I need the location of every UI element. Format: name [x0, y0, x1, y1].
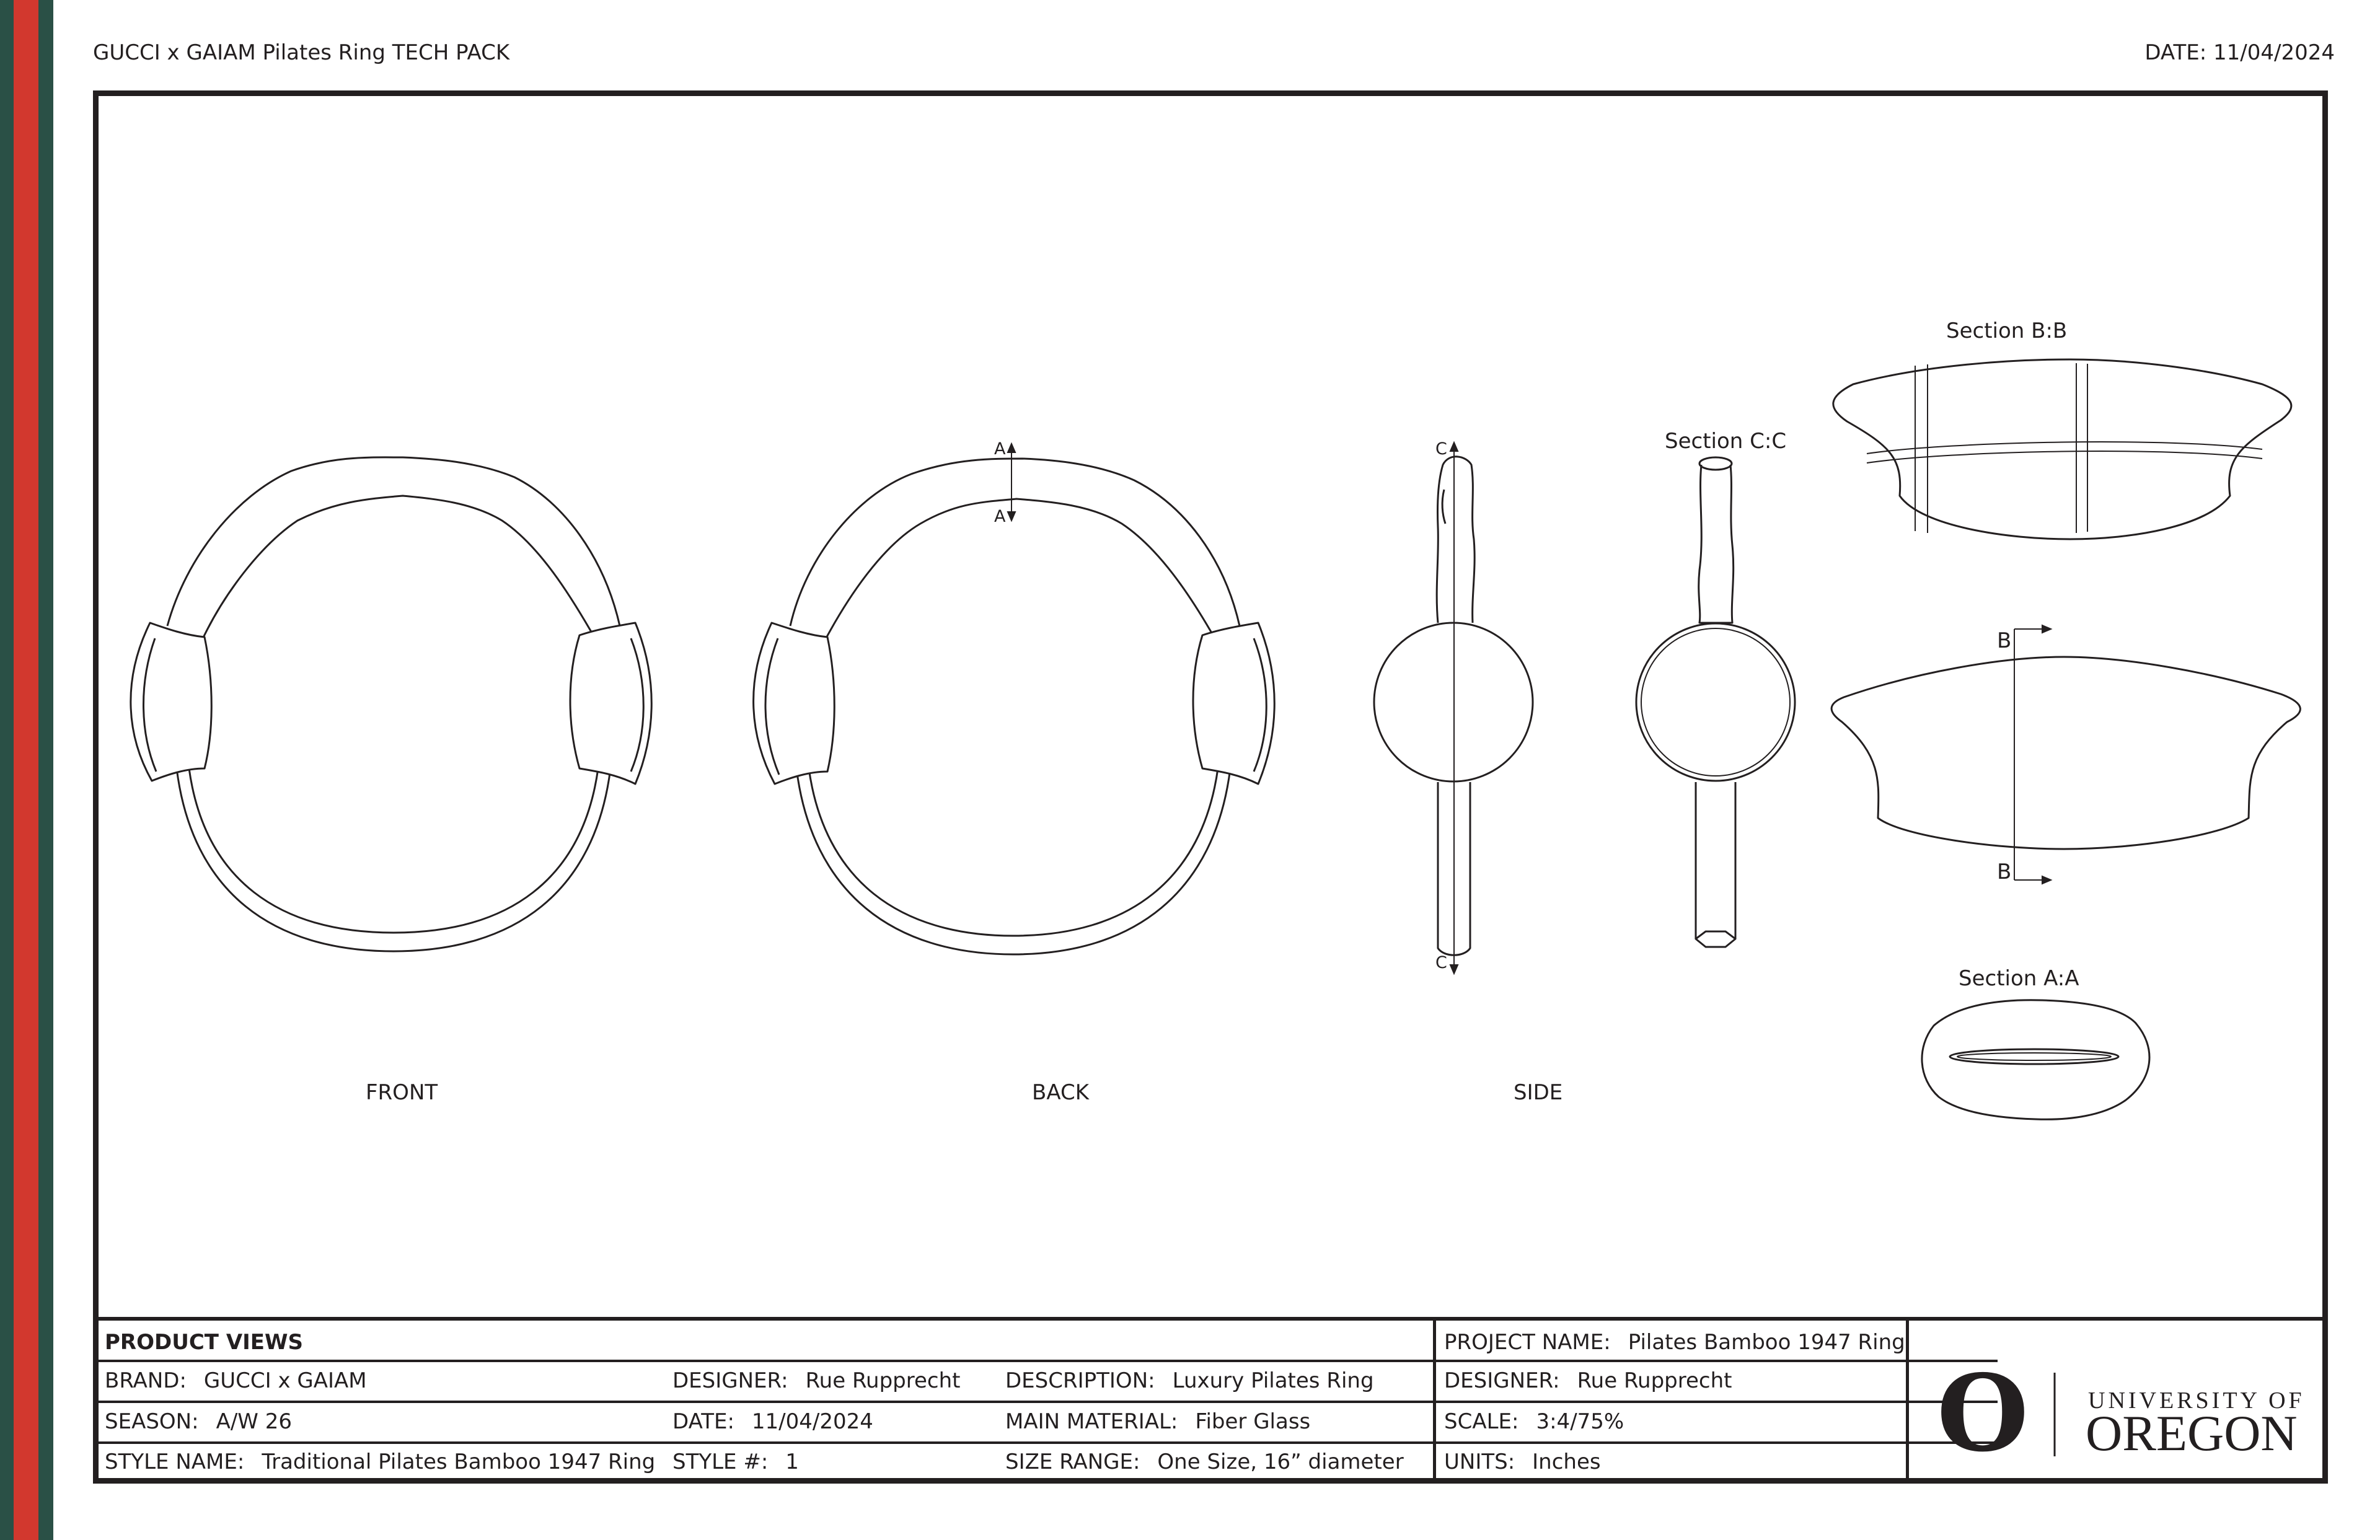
tb-line [96, 1401, 1998, 1403]
tb-units-label: UNITS: [1444, 1450, 1515, 1474]
tb-date: DATE: 11/04/2024 [672, 1406, 873, 1437]
tb-style-no: STYLE #: 1 [672, 1446, 799, 1477]
tb-style-name-label: STYLE NAME: [105, 1450, 245, 1474]
title-block: PRODUCT VIEWS PROJECT NAME: Pilates Bamb… [96, 1317, 2325, 1481]
tb-line [1906, 1321, 1909, 1481]
front-view [130, 456, 653, 953]
stripe-red [14, 0, 38, 1540]
tb-line [96, 1360, 1998, 1362]
logo-line2: OREGON [2086, 1405, 2298, 1461]
tb-main-material-label: MAIN MATERIAL: [1005, 1409, 1178, 1434]
tb-style-no-label: STYLE #: [672, 1450, 769, 1474]
university-of-oregon-logo: O UNIVERSITY OF OREGON [1937, 1357, 2305, 1475]
tb-brand-value: GUCCI x GAIAM [203, 1368, 367, 1393]
tb-scale: SCALE: 3:4/75% [1444, 1406, 1624, 1437]
tb-designer: DESIGNER: Rue Rupprecht [672, 1365, 960, 1396]
stripe-green-left [0, 0, 14, 1540]
tb-brand-label: BRAND: [105, 1368, 187, 1393]
section-bb-cut: B B [1830, 624, 2301, 885]
label-section-aa: Section A:A [1959, 966, 2079, 991]
tb-style-name: STYLE NAME: Traditional Pilates Bamboo 1… [105, 1446, 655, 1477]
tb-main-material-value: Fiber Glass [1195, 1409, 1311, 1434]
drawing-frame [93, 90, 2328, 1484]
tb-style-name-value: Traditional Pilates Bamboo 1947 Ring [262, 1450, 656, 1474]
tb-units-value: Inches [1532, 1450, 1601, 1474]
tb-designer2-label: DESIGNER: [1444, 1368, 1560, 1393]
tb-season-value: A/W 26 [216, 1409, 292, 1434]
marker-b-top: B [1997, 628, 2011, 653]
marker-a-bottom: A [994, 507, 1006, 526]
tb-size-range-value: One Size, 16” diameter [1157, 1450, 1404, 1474]
back-view: A A [752, 439, 1276, 956]
tb-season: SEASON: A/W 26 [105, 1406, 292, 1437]
tb-units: UNITS: Inches [1444, 1446, 1601, 1477]
section-bb-outer: Section B:B [1832, 319, 2293, 540]
tb-heading: PRODUCT VIEWS [105, 1330, 303, 1355]
tb-date-label: DATE: [672, 1409, 734, 1434]
technical-drawing: A A C C Section C:C Section B:B [130, 319, 2301, 1120]
tb-brand: BRAND: GUCCI x GAIAM [105, 1365, 367, 1396]
logo-line1: UNIVERSITY OF [2088, 1388, 2305, 1414]
logo-o-mark: O [1937, 1357, 2029, 1475]
tb-style-no-value: 1 [785, 1450, 799, 1474]
tb-designer2-value: Rue Rupprecht [1577, 1368, 1732, 1393]
label-section-bb: Section B:B [1946, 319, 2067, 343]
tb-line [96, 1441, 1998, 1444]
tb-description-value: Luxury Pilates Ring [1172, 1368, 1374, 1393]
tb-main-material: MAIN MATERIAL: Fiber Glass [1005, 1406, 1310, 1437]
section-cc-view: Section C:C [1635, 429, 1796, 948]
label-front: FRONT [366, 1080, 438, 1105]
tb-designer-label: DESIGNER: [672, 1368, 788, 1393]
marker-a-top: A [994, 439, 1006, 459]
tb-description-label: DESCRIPTION: [1005, 1368, 1155, 1393]
label-side: SIDE [1514, 1080, 1562, 1105]
doc-title: GUCCI x GAIAM Pilates Ring TECH PACK [93, 40, 510, 65]
label-section-cc: Section C:C [1665, 429, 1786, 454]
tb-project-name-label: PROJECT NAME: [1444, 1330, 1611, 1355]
tb-season-label: SEASON: [105, 1409, 199, 1434]
marker-c-top: C [1435, 439, 1447, 459]
stripe-green-right [38, 0, 53, 1540]
tb-project-name: PROJECT NAME: Pilates Bamboo 1947 Ring [1444, 1327, 1905, 1358]
tb-size-range: SIZE RANGE: One Size, 16” diameter [1005, 1446, 1404, 1477]
tb-line [1433, 1321, 1436, 1481]
tb-size-range-label: SIZE RANGE: [1005, 1450, 1140, 1474]
tb-designer-value: Rue Rupprecht [805, 1368, 961, 1393]
marker-b-bottom: B [1997, 860, 2011, 884]
marker-c-bottom: C [1435, 953, 1447, 972]
section-aa-view: Section A:A [1921, 966, 2151, 1120]
doc-date: DATE: 11/04/2024 [2144, 40, 2335, 65]
side-view: C C [1373, 439, 1534, 975]
tb-date-value: 11/04/2024 [751, 1409, 873, 1434]
tb-description: DESCRIPTION: Luxury Pilates Ring [1005, 1365, 1374, 1396]
tb-scale-value: 3:4/75% [1536, 1409, 1624, 1434]
tb-project-name-value: Pilates Bamboo 1947 Ring [1628, 1330, 1905, 1355]
tb-designer2: DESIGNER: Rue Rupprecht [1444, 1365, 1732, 1396]
label-back: BACK [1032, 1080, 1090, 1105]
tb-scale-label: SCALE: [1444, 1409, 1519, 1434]
